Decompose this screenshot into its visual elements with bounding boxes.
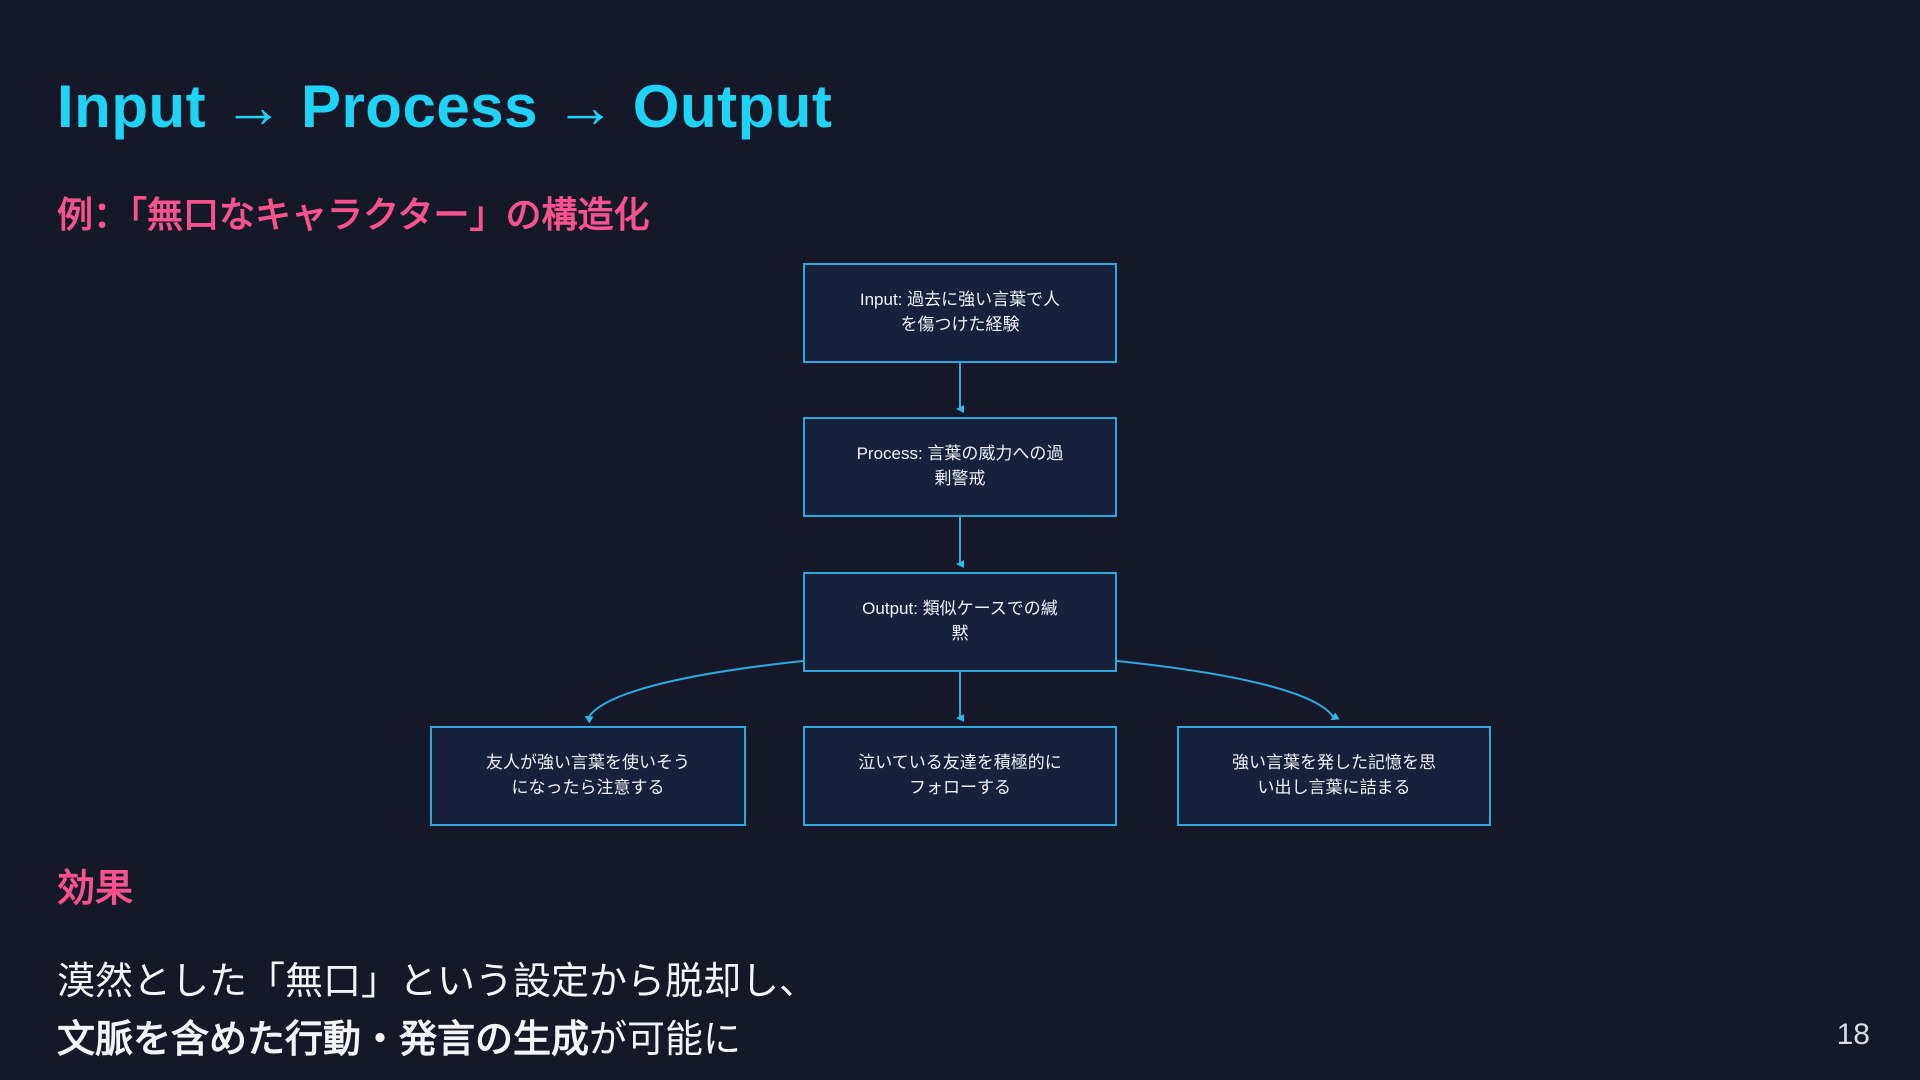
effect-body-line-1: 漠然とした「無口」という設定から脱却し、 bbox=[57, 961, 818, 1003]
flow-node-outcome-3-line1: 強い言葉を発した記憶を思 bbox=[1232, 753, 1436, 773]
flow-node-outcome-1[interactable]: 友人が強い言葉を使いそう になったら注意する bbox=[430, 726, 746, 826]
page-number: 18 bbox=[1836, 1018, 1870, 1051]
effect-heading: 効果 bbox=[57, 868, 134, 910]
flow-node-output-line2: 黙 bbox=[951, 624, 969, 643]
flow-node-process-line1: Process: 言葉の威力への過 bbox=[856, 444, 1064, 464]
connector-output-out3 bbox=[1116, 660, 1340, 721]
flow-node-input[interactable]: Input: 過去に強い言葉で人 を傷つけた経験 bbox=[803, 263, 1117, 363]
flow-node-process-line2: 剰警戒 bbox=[934, 469, 986, 488]
effect-body-line-2-rest: が可能に bbox=[589, 1019, 742, 1061]
page-subtitle: 例：「無口なキャラクター」の構造化 bbox=[57, 194, 650, 235]
flow-node-input-line2: を傷つけた経験 bbox=[900, 315, 1020, 334]
flow-node-outcome-1-line2: になったら注意する bbox=[511, 778, 665, 797]
flow-node-outcome-2-line2: フォローする bbox=[909, 778, 1011, 797]
flow-node-outcome-1-line1: 友人が強い言葉を使いそう bbox=[486, 753, 690, 773]
flow-node-input-line1: Input: 過去に強い言葉で人 bbox=[859, 290, 1061, 310]
flow-node-process[interactable]: Process: 言葉の威力への過 剰警戒 bbox=[803, 417, 1117, 517]
effect-body-line-2-strong: 文脈を含めた行動・発言の生成 bbox=[57, 1019, 590, 1061]
page-title: Input → Process → Output bbox=[57, 73, 833, 140]
flow-node-outcome-3-line2: い出し言葉に詰まる bbox=[1257, 778, 1411, 797]
connector-output-out1 bbox=[584, 660, 804, 724]
flow-node-output[interactable]: Output: 類似ケースでの緘 黙 bbox=[803, 572, 1117, 672]
flow-node-outcome-2[interactable]: 泣いている友達を積極的に フォローする bbox=[803, 726, 1117, 826]
effect-body-line-2: 文脈を含めた行動・発言の生成が可能に bbox=[57, 1008, 741, 1063]
flow-node-outcome-3[interactable]: 強い言葉を発した記憶を思 い出し言葉に詰まる bbox=[1177, 726, 1491, 826]
flow-node-output-line1: Output: 類似ケースでの緘 bbox=[862, 599, 1058, 619]
flow-node-outcome-2-line1: 泣いている友達を積極的に bbox=[858, 753, 1062, 773]
